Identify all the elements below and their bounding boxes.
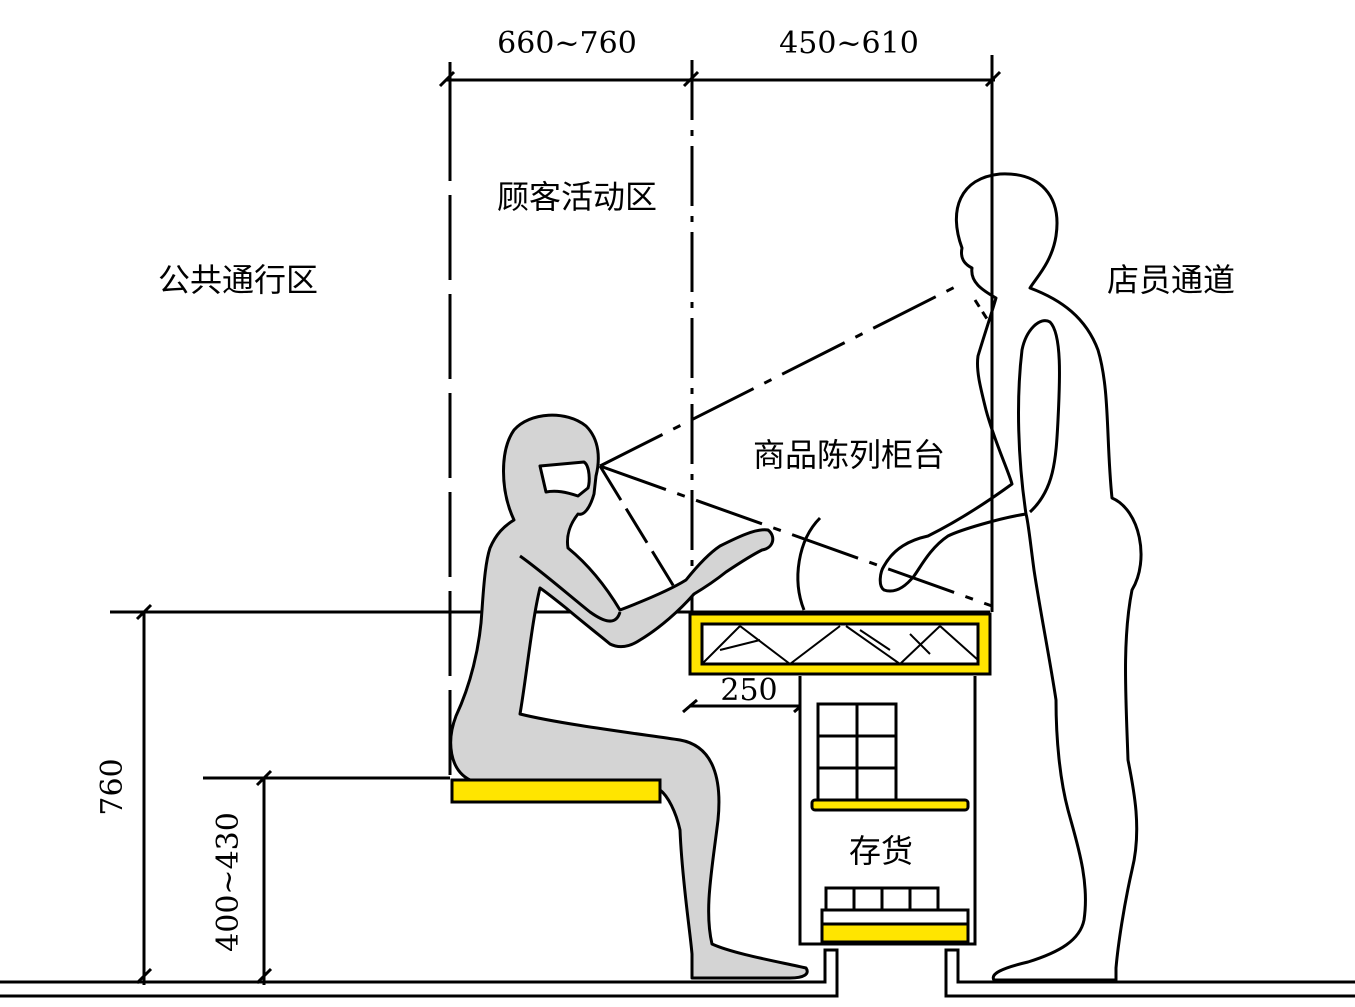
- label-display-counter: 商品陈列柜台: [753, 436, 945, 474]
- label-public-passage: 公共通行区: [158, 261, 318, 299]
- dimension-lines: [110, 55, 1002, 985]
- staff-figure: [878, 172, 1143, 982]
- dim-counter-height: 760: [95, 758, 130, 815]
- sight-lines: [598, 284, 993, 608]
- label-staff-passage: 店员通道: [1107, 261, 1235, 299]
- dim-counter-depth: 250: [720, 673, 777, 708]
- dim-seat-height: 400~430: [211, 812, 246, 952]
- seat: [450, 778, 662, 804]
- customer-figure: [449, 413, 809, 980]
- dim-staff-width: 450~610: [779, 26, 919, 61]
- dim-customer-width: 660~760: [497, 26, 637, 61]
- storage-contents: [810, 702, 970, 944]
- zone-boundaries: [448, 60, 994, 778]
- label-customer-area: 顾客活动区: [497, 178, 657, 216]
- label-storage: 存货: [849, 832, 913, 870]
- floor: [0, 948, 1355, 998]
